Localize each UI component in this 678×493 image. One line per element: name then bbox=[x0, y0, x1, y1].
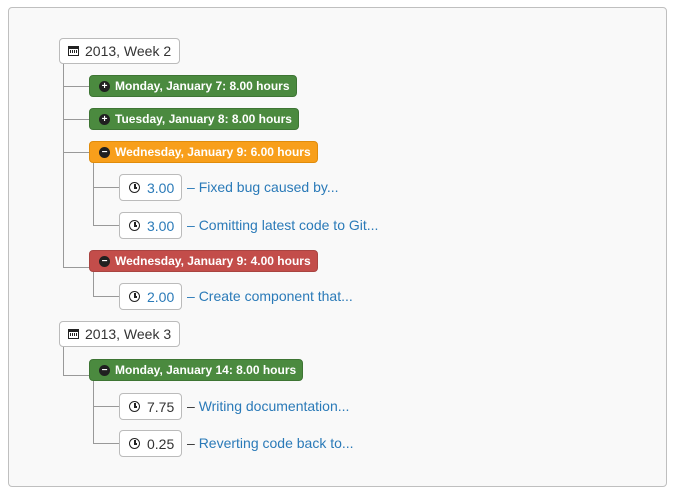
tree-line bbox=[63, 375, 89, 376]
tree-line bbox=[93, 443, 119, 444]
week-label: 2013, Week 2 bbox=[85, 43, 172, 59]
entry-description: – Reverting code back to... bbox=[187, 430, 354, 457]
entry-link[interactable]: Create component that... bbox=[198, 288, 353, 304]
hours-badge[interactable]: 2.00 bbox=[119, 283, 183, 310]
day-node[interactable]: − Wednesday, January 9: 6.00 hours bbox=[89, 141, 318, 163]
entry-dash: – bbox=[187, 398, 195, 414]
entry-link[interactable]: Fixed bug caused by... bbox=[198, 179, 339, 195]
tree-line bbox=[93, 272, 94, 296]
entry-link[interactable]: Writing documentation... bbox=[198, 398, 350, 414]
tree-line bbox=[63, 347, 64, 375]
tree-line bbox=[93, 406, 119, 407]
calendar-icon bbox=[68, 329, 79, 339]
entry-description: – Comitting latest code to Git... bbox=[187, 212, 378, 239]
entry-description: – Create component that... bbox=[187, 283, 353, 310]
clock-icon bbox=[129, 220, 140, 231]
hours-value: 2.00 bbox=[147, 288, 175, 305]
day-node[interactable]: − Monday, January 14: 8.00 hours bbox=[89, 359, 304, 381]
clock-icon bbox=[129, 182, 140, 193]
hours-badge[interactable]: 7.75 bbox=[119, 393, 183, 420]
tree-line bbox=[93, 187, 119, 188]
tree-line bbox=[93, 225, 119, 226]
tree-line bbox=[63, 86, 89, 87]
entry-link[interactable]: Reverting code back to... bbox=[198, 435, 354, 451]
day-label: Monday, January 7: 8.00 hours bbox=[115, 79, 290, 93]
entry-description: – Fixed bug caused by... bbox=[187, 174, 339, 201]
tree-line bbox=[63, 267, 89, 268]
hours-badge[interactable]: 0.25 bbox=[119, 430, 183, 457]
day-label: Tuesday, January 8: 8.00 hours bbox=[115, 112, 292, 126]
entry-dash: – bbox=[187, 288, 195, 304]
entry-dash: – bbox=[187, 435, 195, 451]
day-label: Wednesday, January 9: 6.00 hours bbox=[115, 145, 311, 159]
expand-icon[interactable]: + bbox=[99, 113, 110, 125]
day-node[interactable]: − Wednesday, January 9: 4.00 hours bbox=[89, 250, 318, 272]
entry-dash: – bbox=[187, 179, 195, 195]
tree-line bbox=[93, 296, 119, 297]
entry-description: – Writing documentation... bbox=[187, 393, 349, 420]
hours-badge[interactable]: 3.00 bbox=[119, 212, 183, 239]
calendar-icon bbox=[68, 46, 79, 56]
day-label: Wednesday, January 9: 4.00 hours bbox=[115, 254, 311, 268]
clock-icon bbox=[129, 438, 140, 449]
week-label: 2013, Week 3 bbox=[85, 326, 172, 342]
collapse-icon[interactable]: − bbox=[99, 255, 110, 267]
collapse-icon[interactable]: − bbox=[99, 146, 110, 158]
entry-dash: – bbox=[187, 217, 195, 233]
hours-value: 3.00 bbox=[147, 179, 175, 196]
entry-link[interactable]: Comitting latest code to Git... bbox=[198, 217, 379, 233]
tree-panel: 2013, Week 2 + Monday, January 7: 8.00 h… bbox=[8, 7, 667, 487]
hours-badge[interactable]: 3.00 bbox=[119, 174, 183, 201]
tree-line bbox=[63, 119, 89, 120]
hours-value: 7.75 bbox=[147, 398, 175, 415]
hours-value: 3.00 bbox=[147, 217, 175, 234]
collapse-icon[interactable]: − bbox=[99, 364, 110, 376]
expand-icon[interactable]: + bbox=[99, 80, 110, 92]
tree-line bbox=[63, 152, 89, 153]
day-label: Monday, January 14: 8.00 hours bbox=[115, 363, 297, 377]
week-node[interactable]: 2013, Week 3 bbox=[59, 321, 181, 347]
day-node[interactable]: + Tuesday, January 8: 8.00 hours bbox=[89, 108, 299, 130]
tree-line bbox=[93, 380, 94, 443]
clock-icon bbox=[129, 401, 140, 412]
week-node[interactable]: 2013, Week 2 bbox=[59, 38, 181, 64]
tree-line bbox=[63, 64, 64, 267]
hours-value: 0.25 bbox=[147, 435, 175, 452]
tree-line bbox=[93, 163, 94, 225]
clock-icon bbox=[129, 291, 140, 302]
day-node[interactable]: + Monday, January 7: 8.00 hours bbox=[89, 75, 297, 97]
